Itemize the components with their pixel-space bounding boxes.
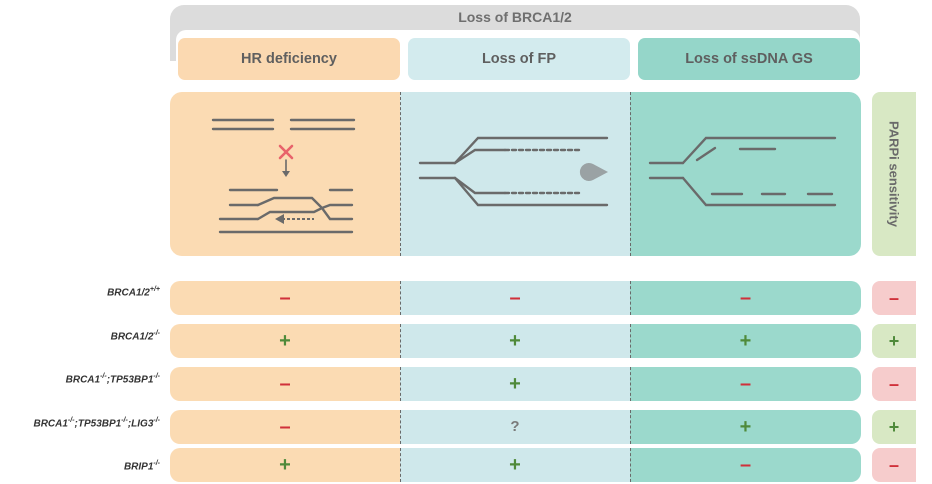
gapped-fork (648, 136, 837, 207)
parpi-sensitivity-label: PARPi sensitivity (886, 121, 902, 227)
table-row: + + + (170, 324, 861, 358)
row-divider (400, 324, 401, 358)
row-divider (400, 281, 401, 315)
cell-fp: – (400, 281, 630, 315)
row-label: BRIP1-/- (123, 460, 160, 473)
parpi-cell: – (872, 448, 916, 482)
row-divider (400, 367, 401, 401)
row-label: BRCA1-/-;TP53BP1-/-;LIG3-/- (33, 417, 160, 430)
cell-fp: + (400, 367, 630, 401)
row-divider (400, 410, 401, 444)
cell-hr: + (170, 324, 400, 358)
row-label: BRCA1-/-;TP53BP1-/- (65, 373, 160, 386)
header-loss-of-ssdna-gs: Loss of ssDNA GS (638, 38, 860, 80)
cell-gs: – (630, 281, 861, 315)
cell-gs: – (630, 448, 861, 482)
nuclease-icon (579, 163, 608, 181)
row-label: BRCA1/2-/- (110, 330, 160, 343)
table-row: – ? + (170, 410, 861, 444)
parpi-cell: – (872, 367, 916, 401)
table-row: + + – (170, 448, 861, 482)
cell-fp: + (400, 324, 630, 358)
row-divider (400, 448, 401, 482)
cell-fp: ? (400, 410, 630, 444)
cell-gs: + (630, 324, 861, 358)
gap-suppression-panel (630, 92, 861, 256)
panel-divider-2 (630, 92, 631, 256)
cell-gs: + (630, 410, 861, 444)
banner-title: Loss of BRCA1/2 (458, 9, 572, 25)
recombination-junction (218, 188, 354, 234)
cell-hr: – (170, 281, 400, 315)
cell-hr: – (170, 367, 400, 401)
row-divider (630, 324, 631, 358)
table-row: – – – (170, 281, 861, 315)
cell-fp: + (400, 448, 630, 482)
broken-dna-strands (211, 118, 356, 131)
cell-hr: – (170, 410, 400, 444)
synthesis-arrow-head (275, 214, 284, 224)
cross-icon (278, 144, 294, 160)
row-divider (630, 448, 631, 482)
cell-hr: + (170, 448, 400, 482)
row-divider (630, 410, 631, 444)
parpi-cell: + (872, 324, 916, 358)
row-label: BRCA1/2+/+ (107, 286, 160, 299)
header-loss-of-fp: Loss of FP (408, 38, 630, 80)
cell-gs: – (630, 367, 861, 401)
panel-divider-1 (400, 92, 401, 256)
parpi-cell: – (872, 281, 916, 315)
row-divider (630, 367, 631, 401)
table-row: – + – (170, 367, 861, 401)
header-hr-deficiency: HR deficiency (178, 38, 400, 80)
replication-fork (418, 136, 609, 207)
parpi-cell: + (872, 410, 916, 444)
row-divider (630, 281, 631, 315)
parpi-sensitivity-header: PARPi sensitivity (872, 92, 916, 256)
down-arrow-head (282, 171, 290, 177)
